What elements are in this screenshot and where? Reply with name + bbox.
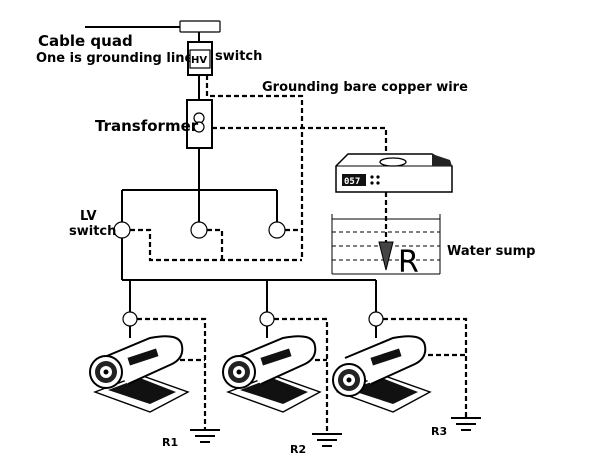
grounding-line-label: One is grounding line [36,51,194,66]
lv-switch-label: switch [69,224,116,239]
hv-switch-label: switch [215,49,262,64]
water-sump [331,214,441,275]
motor-icon [89,335,190,413]
transformer-icon [186,99,213,149]
r-marker: R [398,245,419,280]
transformer-label: Transformer [95,117,199,135]
grounding-symbol-icon [190,429,220,443]
r2-label: R2 [290,443,306,456]
hv-switch: HV [187,41,213,76]
r3-label: R3 [431,425,447,438]
grounding-symbol-icon [312,433,342,447]
grounding-wire-bottom [137,317,468,434]
cable-quad [85,20,221,42]
lv-label: LV [80,209,97,224]
grounding-symbol-icon [451,417,481,431]
r1-label: R1 [162,436,178,449]
distribution-bus [122,279,384,338]
motor-icon [332,335,432,413]
grounding-wire-top [130,75,388,262]
water-sump-label: Water sump [447,244,535,259]
cable-quad-label: Cable quad [38,32,133,50]
grounding-wire-label: Grounding bare copper wire [262,80,468,95]
motor-icon [222,335,322,413]
meter-icon: 057 [335,153,453,193]
lv-bus [113,189,286,280]
electrode-icon [378,241,394,271]
meter-display: 057 [344,177,360,187]
hv-label: HV [191,55,207,66]
